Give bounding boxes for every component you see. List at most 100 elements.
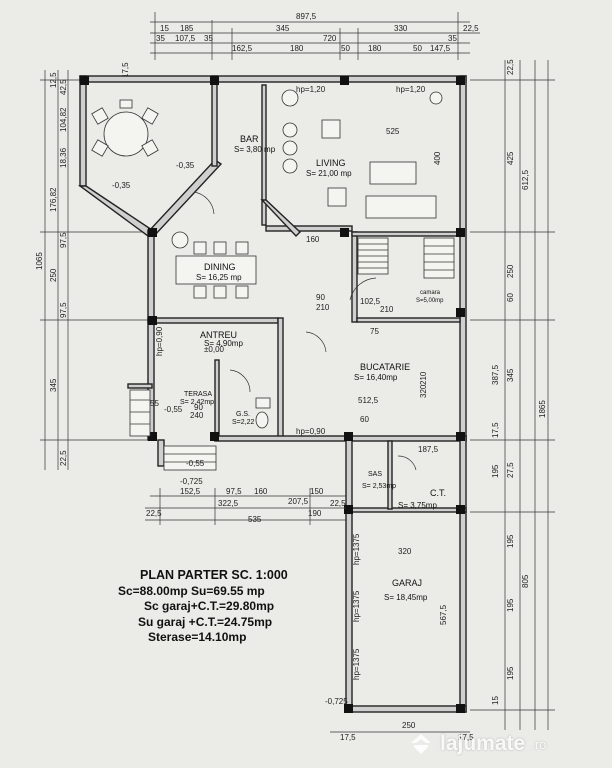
svg-text:-0,35: -0,35: [112, 181, 131, 190]
room-area-camara: S=5,00mp: [416, 298, 444, 304]
walls: [77, 75, 467, 713]
watermark-tld: .ro: [531, 736, 547, 752]
svg-text:97,5: 97,5: [226, 487, 242, 496]
svg-text:97,5: 97,5: [59, 232, 68, 248]
svg-text:-0,725: -0,725: [325, 697, 348, 706]
top-dimension-lines: [150, 12, 480, 60]
room-name-ct: C.T.: [430, 488, 446, 498]
svg-text:50: 50: [341, 44, 350, 53]
dining-table: [175, 255, 257, 285]
svg-text:-0,725: -0,725: [180, 477, 203, 486]
svg-text:567,5: 567,5: [439, 604, 448, 625]
svg-text:60: 60: [506, 293, 515, 302]
svg-text:240: 240: [190, 411, 204, 420]
left-dimension-lines: [40, 70, 150, 470]
svg-text:90: 90: [316, 293, 325, 302]
svg-text:35: 35: [156, 34, 165, 43]
svg-text:320: 320: [419, 384, 428, 398]
svg-text:1865: 1865: [538, 400, 547, 418]
interior-labels: 525 400 160 210 210 75 90 102,5 512,5 21…: [112, 85, 448, 706]
svg-text:1065: 1065: [35, 252, 44, 270]
svg-text:160: 160: [306, 235, 320, 244]
coffee-table: [369, 161, 417, 185]
room-name-gs: G.S.: [236, 411, 250, 418]
sink: [255, 397, 271, 409]
area-summary: PLAN PARTER SC. 1:000 Sc=88.00mp Su=69.5…: [118, 568, 338, 646]
svg-text:195: 195: [506, 534, 515, 548]
svg-text:720: 720: [323, 34, 337, 43]
svg-text:180: 180: [290, 44, 304, 53]
svg-text:27,5: 27,5: [506, 462, 515, 478]
svg-text:22,5: 22,5: [506, 59, 515, 75]
svg-text:102,5: 102,5: [360, 297, 381, 306]
svg-text:185: 185: [180, 24, 194, 33]
svg-text:147,5: 147,5: [430, 44, 451, 53]
svg-text:±0,00: ±0,00: [204, 345, 225, 354]
sofa: [365, 195, 437, 219]
room-area-sas: S= 2,53mp: [362, 483, 396, 490]
svg-text:hp=1375: hp=1375: [352, 533, 361, 565]
svg-text:22,5: 22,5: [463, 24, 479, 33]
room-name-living: LIVING: [316, 158, 346, 168]
room-area-garaj: S= 18,45mp: [384, 593, 428, 602]
room-area-living: S= 21,00 mp: [306, 169, 352, 178]
svg-text:42,5: 42,5: [59, 79, 68, 95]
svg-text:152,5: 152,5: [180, 487, 201, 496]
lajumate-watermark: lajumate .ro: [408, 728, 546, 760]
svg-text:612,5: 612,5: [521, 169, 530, 190]
svg-text:322,5: 322,5: [218, 499, 239, 508]
room-area-terasa: S= 2,42mp: [180, 399, 214, 406]
svg-text:50: 50: [413, 44, 422, 53]
summary-su-garaj: Su garaj +C.T.=24.75mp: [138, 614, 273, 629]
plan-title: PLAN PARTER SC. 1:000: [140, 568, 288, 582]
svg-text:104,82: 104,82: [59, 107, 68, 132]
svg-text:345: 345: [49, 378, 58, 392]
bottom-dimension-lines: [145, 488, 470, 733]
lajumate-logo-icon: [411, 734, 431, 754]
room-name-terasa: TERASA: [184, 391, 212, 398]
svg-text:210: 210: [419, 371, 428, 385]
svg-text:210: 210: [380, 305, 394, 314]
dim-top-total: 897,5: [296, 12, 317, 21]
svg-text:250: 250: [402, 721, 416, 730]
svg-text:-0,55: -0,55: [186, 459, 205, 468]
svg-text:150: 150: [310, 487, 324, 496]
svg-text:425: 425: [506, 151, 515, 165]
room-name-bucatarie: BUCATARIE: [360, 362, 410, 372]
svg-text:22,5: 22,5: [146, 509, 162, 518]
svg-text:17,5: 17,5: [458, 733, 474, 742]
left-dimension-texts: 1065 17,5 12,5 42,5 104,82 18,36 176,82 …: [35, 62, 130, 466]
svg-text:176,82: 176,82: [49, 187, 58, 212]
pillars: [80, 76, 465, 713]
room-name-antreu: ANTREU: [200, 330, 237, 340]
svg-text:35: 35: [448, 34, 457, 43]
room-area-dining: S= 16,25 mp: [196, 273, 242, 282]
summary-sterase: Sterase=14.10mp: [148, 630, 247, 644]
toilet: [255, 411, 269, 429]
svg-text:190: 190: [308, 509, 322, 518]
svg-text:55: 55: [150, 399, 159, 408]
svg-text:250: 250: [506, 264, 515, 278]
svg-text:195: 195: [506, 598, 515, 612]
svg-text:18,36: 18,36: [59, 147, 68, 168]
svg-text:400: 400: [433, 151, 442, 165]
svg-text:15: 15: [491, 696, 500, 705]
svg-text:187,5: 187,5: [418, 445, 439, 454]
svg-text:345: 345: [506, 368, 515, 382]
room-labels: DINING S= 16,25 mp BAR S= 3,80 mp LIVING…: [180, 134, 446, 602]
summary-sc: Sc=88.00mp Su=69.55 mp: [118, 583, 265, 598]
svg-text:97,5: 97,5: [59, 302, 68, 318]
svg-text:75: 75: [370, 327, 379, 336]
watermark-brand: lajumate: [440, 732, 526, 755]
svg-text:hp=0,90: hp=0,90: [155, 326, 164, 356]
svg-text:162,5: 162,5: [232, 44, 253, 53]
svg-text:17,5: 17,5: [121, 62, 130, 78]
svg-text:210: 210: [316, 303, 330, 312]
svg-text:195: 195: [506, 666, 515, 680]
svg-text:15: 15: [160, 24, 169, 33]
top-dimension-texts: 897,5 15 185 345 330 22,5 35 107,5 35 72…: [156, 12, 479, 53]
svg-text:22,5: 22,5: [59, 450, 68, 466]
svg-text:hp=0,90: hp=0,90: [296, 427, 326, 436]
